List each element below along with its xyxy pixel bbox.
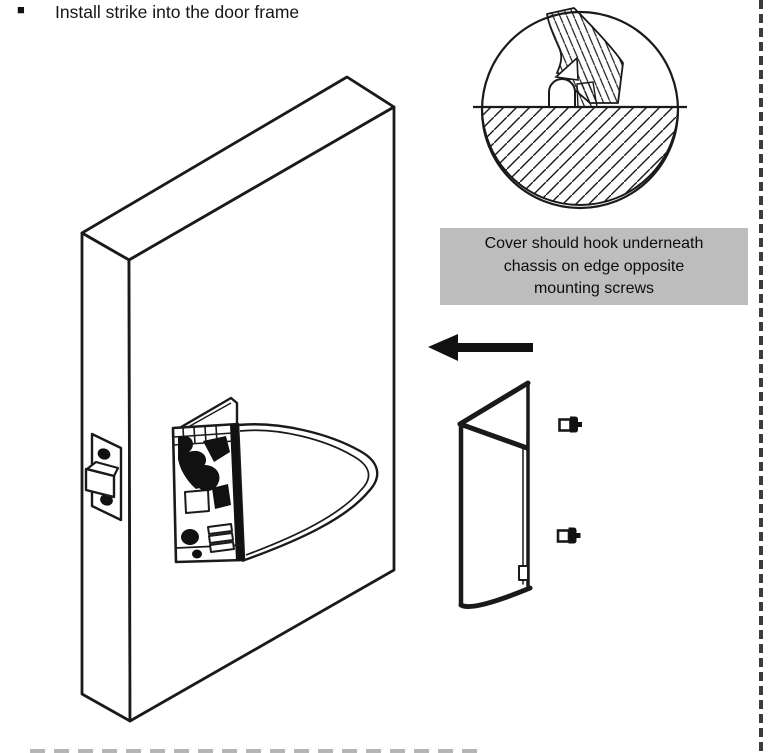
callout-line-2: chassis on edge opposite xyxy=(503,257,685,275)
dashed-page-separator xyxy=(759,0,763,753)
mounting-screw-top xyxy=(558,416,582,433)
callout-line-1: Cover should hook underneath xyxy=(484,235,704,252)
cropped-text-marks xyxy=(30,749,478,753)
instruction-text: Install strike into the door frame xyxy=(55,2,300,22)
callout-line-3: mounting screws xyxy=(533,280,655,297)
mounting-screw-bottom xyxy=(556,527,581,544)
bullet-square-icon: ■ xyxy=(17,2,25,17)
cover-hook-detail-view xyxy=(473,7,687,210)
latch-assembly xyxy=(84,432,123,522)
door-illustration xyxy=(80,75,396,723)
lock-cover xyxy=(457,380,533,610)
chassis-wire-loop xyxy=(237,423,379,563)
left-arrow-icon xyxy=(428,334,533,361)
callout-note: Cover should hook underneath chassis on … xyxy=(440,228,748,305)
lock-chassis xyxy=(171,396,246,564)
